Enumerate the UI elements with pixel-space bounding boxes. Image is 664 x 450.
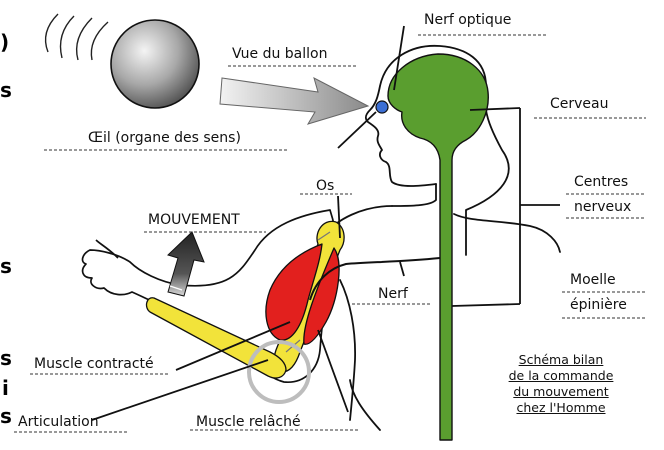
label-nerveux: nerveux	[574, 199, 631, 215]
vision-arrow	[220, 78, 368, 124]
caption-line-1: Schéma bilan	[483, 352, 639, 368]
edge-fragment-6: s	[0, 404, 12, 428]
caption-line-4: chez l'Homme	[483, 400, 639, 416]
label-articulation: Articulation	[18, 414, 99, 430]
caption-line-3: du mouvement	[483, 384, 639, 400]
label-nerf-optique: Nerf optique	[424, 12, 511, 28]
label-moelle: Moelle	[570, 272, 616, 288]
label-muscle-contracte: Muscle contracté	[34, 356, 154, 372]
diagram-caption: Schéma bilan de la commande du mouvement…	[483, 352, 639, 416]
label-muscle-relache: Muscle relâché	[196, 414, 301, 430]
label-centres: Centres	[574, 174, 628, 190]
ball-motion-lines	[46, 14, 108, 60]
edge-fragment-1: )	[0, 30, 9, 54]
edge-fragment-5: i	[2, 376, 9, 400]
edge-fragment-4: s	[0, 346, 12, 370]
label-cerveau: Cerveau	[550, 96, 609, 112]
label-vue-du-ballon: Vue du ballon	[232, 46, 327, 62]
brain-shape	[388, 54, 488, 440]
ball	[111, 20, 199, 108]
edge-fragment-2: s	[0, 78, 12, 102]
label-epiniere: épinière	[570, 297, 627, 313]
caption-line-2: de la commande	[483, 368, 639, 384]
nervous-system	[388, 54, 488, 440]
eye	[376, 101, 388, 113]
label-os: Os	[316, 178, 334, 194]
label-oeil: Œil (organe des sens)	[88, 130, 241, 146]
label-mouvement: MOUVEMENT	[148, 212, 240, 228]
label-nerf: Nerf	[378, 286, 408, 302]
edge-fragment-3: s	[0, 254, 12, 278]
